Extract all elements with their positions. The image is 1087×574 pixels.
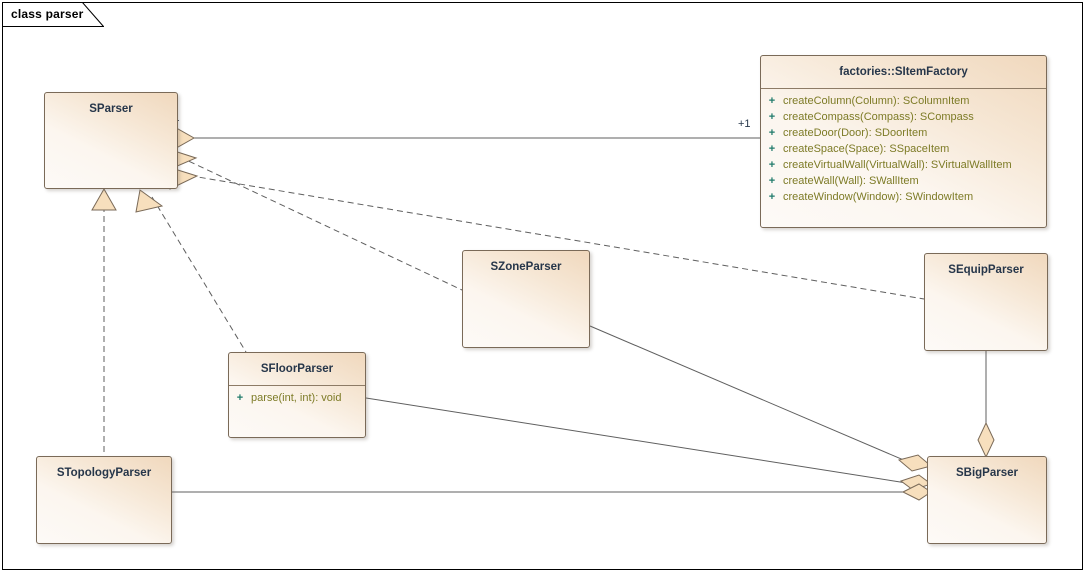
- member-row[interactable]: + createColumn(Column): SColumnItem: [761, 93, 1046, 109]
- member-signature: createWall(Wall): SWallItem: [783, 175, 919, 187]
- member-visibility: +: [768, 175, 776, 187]
- member-row[interactable]: + createWindow(Window): SWindowItem: [761, 189, 1046, 205]
- frame-name-label: class parser: [11, 7, 84, 21]
- member-visibility: +: [236, 392, 244, 404]
- class-title-szoneparser: SZoneParser: [490, 261, 562, 273]
- class-box-stopologyparser[interactable]: STopologyParser: [36, 456, 172, 544]
- member-signature: createWindow(Window): SWindowItem: [783, 191, 974, 203]
- member-visibility: +: [768, 143, 776, 155]
- member-row[interactable]: + createSpace(Space): SSpaceItem: [761, 141, 1046, 157]
- member-visibility: +: [768, 127, 776, 139]
- member-row[interactable]: + createCompass(Compass): SCompass: [761, 109, 1046, 125]
- member-visibility: +: [768, 191, 776, 203]
- member-visibility: +: [768, 95, 776, 107]
- class-title-sequipparser: SEquipParser: [948, 264, 1024, 276]
- member-signature: createVirtualWall(VirtualWall): SVirtual…: [783, 159, 1012, 171]
- class-box-szoneparser[interactable]: SZoneParser: [462, 250, 590, 348]
- class-title-sitemfactory: factories::SItemFactory: [761, 56, 1046, 89]
- member-row[interactable]: + createDoor(Door): SDoorItem: [761, 125, 1046, 141]
- class-title-stopologyparser: STopologyParser: [56, 467, 152, 479]
- member-visibility: +: [768, 159, 776, 171]
- class-title-sparser: SParser: [89, 103, 133, 115]
- member-signature: createSpace(Space): SSpaceItem: [783, 143, 950, 155]
- member-row[interactable]: + parse(int, int): void: [229, 390, 365, 406]
- member-visibility: +: [768, 111, 776, 123]
- class-box-sparser[interactable]: SParser: [44, 92, 178, 189]
- member-signature: createCompass(Compass): SCompass: [783, 111, 974, 123]
- member-signature: parse(int, int): void: [251, 392, 342, 404]
- frame-name-tab: [2, 2, 104, 27]
- member-list-sfloorparser: + parse(int, int): void: [229, 386, 365, 409]
- class-title-sbigparser: SBigParser: [955, 467, 1018, 479]
- class-title-sfloorparser: SFloorParser: [229, 353, 365, 386]
- member-row[interactable]: + createVirtualWall(VirtualWall): SVirtu…: [761, 157, 1046, 173]
- class-box-sfloorparser[interactable]: SFloorParser + parse(int, int): void: [228, 352, 366, 438]
- class-box-sitemfactory[interactable]: factories::SItemFactory + createColumn(C…: [760, 55, 1047, 228]
- member-signature: createColumn(Column): SColumnItem: [783, 95, 970, 107]
- member-list-sitemfactory: + createColumn(Column): SColumnItem + cr…: [761, 89, 1046, 208]
- class-box-sbigparser[interactable]: SBigParser: [927, 456, 1047, 544]
- member-row[interactable]: + createWall(Wall): SWallItem: [761, 173, 1046, 189]
- member-signature: createDoor(Door): SDoorItem: [783, 127, 928, 139]
- multiplicity-factory-end: +1: [738, 118, 751, 130]
- class-box-sequipparser[interactable]: SEquipParser: [924, 253, 1048, 351]
